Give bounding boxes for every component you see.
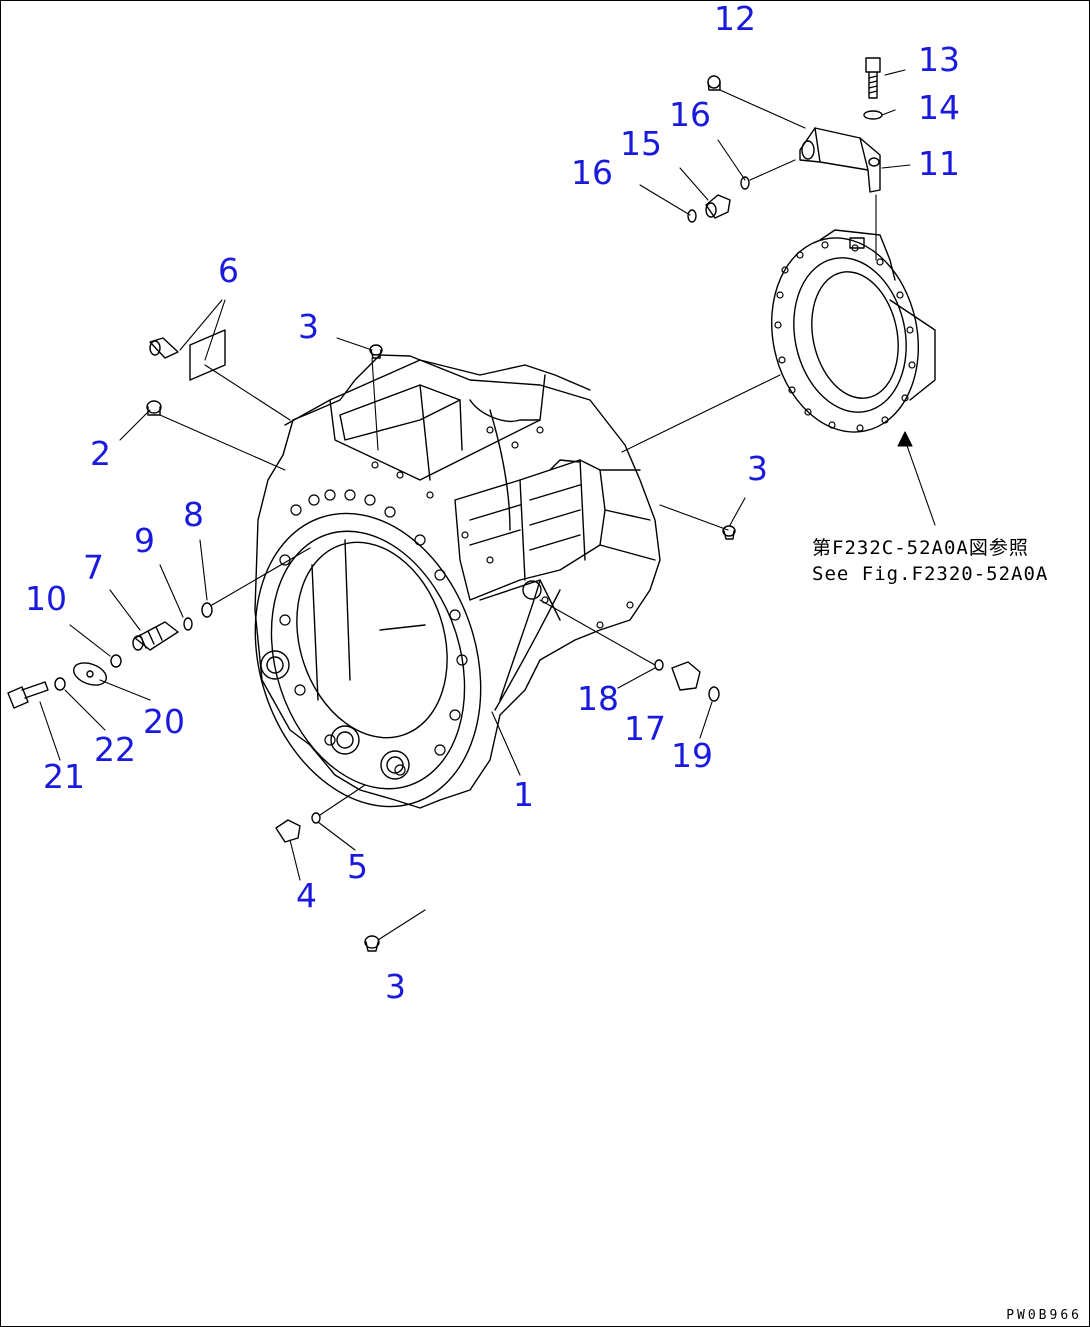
callout-11: 11 [918, 144, 960, 183]
callout-20: 20 [143, 702, 185, 741]
callout-1: 1 [513, 775, 534, 814]
callout-21: 21 [43, 757, 85, 796]
callout-16: 16 [571, 153, 613, 192]
transmission-housing [254, 354, 661, 809]
callout-8: 8 [183, 495, 204, 534]
reference-note-japanese: 第F232C-52A0A図参照 [812, 537, 1029, 559]
callout-3: 3 [385, 967, 406, 1006]
cover-plate [770, 229, 936, 433]
callout-22: 22 [94, 730, 136, 769]
callout-13: 13 [918, 40, 960, 79]
callout-3: 3 [298, 307, 319, 346]
drawing-code: PW0B966 [1006, 1308, 1082, 1323]
callout-7: 7 [83, 548, 104, 587]
callout-17: 17 [624, 709, 666, 748]
callout-2: 2 [90, 434, 111, 473]
callout-5: 5 [347, 847, 368, 886]
callout-18: 18 [577, 679, 619, 718]
callout-3: 3 [747, 449, 768, 488]
callout-12: 12 [714, 0, 756, 38]
callout-6: 6 [218, 251, 239, 290]
reference-note-english: See Fig.F2320-52A0A [812, 563, 1049, 585]
bracket-part [799, 127, 881, 193]
callout-16: 16 [669, 95, 711, 134]
leader-lines [39, 69, 936, 941]
figure-reference-note: 第F232C-52A0A図参照 See Fig.F2320-52A0A [812, 535, 1048, 587]
callout-10: 10 [25, 579, 67, 618]
callout-4: 4 [296, 876, 317, 915]
callout-14: 14 [918, 88, 960, 127]
callout-15: 15 [620, 124, 662, 163]
callout-19: 19 [671, 736, 713, 775]
callout-9: 9 [134, 521, 155, 560]
